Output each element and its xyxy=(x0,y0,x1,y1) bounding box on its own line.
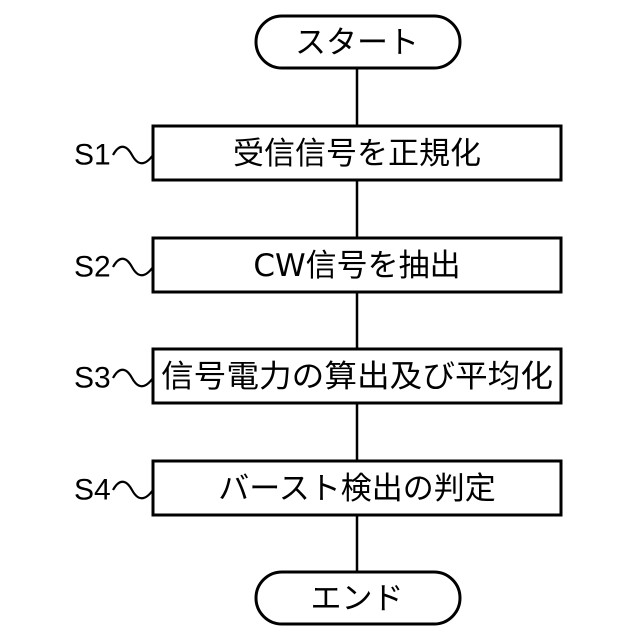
step-s1-leader xyxy=(113,147,153,164)
step-s3: 信号電力の算出及び平均化 S3 xyxy=(74,349,561,403)
step-s2-leader xyxy=(113,259,153,276)
step-s3-label: S3 xyxy=(74,362,111,395)
step-s2-label: S2 xyxy=(74,251,111,284)
start-terminal: スタート xyxy=(256,16,460,68)
step-s4-label: S4 xyxy=(74,474,111,507)
end-terminal-label: エンド xyxy=(311,581,404,617)
step-s4-text: バースト検出の判定 xyxy=(218,471,495,507)
step-s1-label: S1 xyxy=(74,139,111,172)
step-s4-leader xyxy=(113,482,153,499)
step-s4: バースト検出の判定 S4 xyxy=(74,461,561,515)
step-s1-text: 受信信号を正規化 xyxy=(233,136,481,172)
start-terminal-label: スタート xyxy=(295,25,419,61)
end-terminal: エンド xyxy=(256,572,460,624)
step-s2: CW信号を抽出 S2 xyxy=(74,238,561,292)
step-s3-text: 信号電力の算出及び平均化 xyxy=(161,359,553,395)
step-s3-leader xyxy=(113,370,153,387)
step-s2-text: CW信号を抽出 xyxy=(253,248,460,284)
step-s1: 受信信号を正規化 S1 xyxy=(74,126,561,180)
